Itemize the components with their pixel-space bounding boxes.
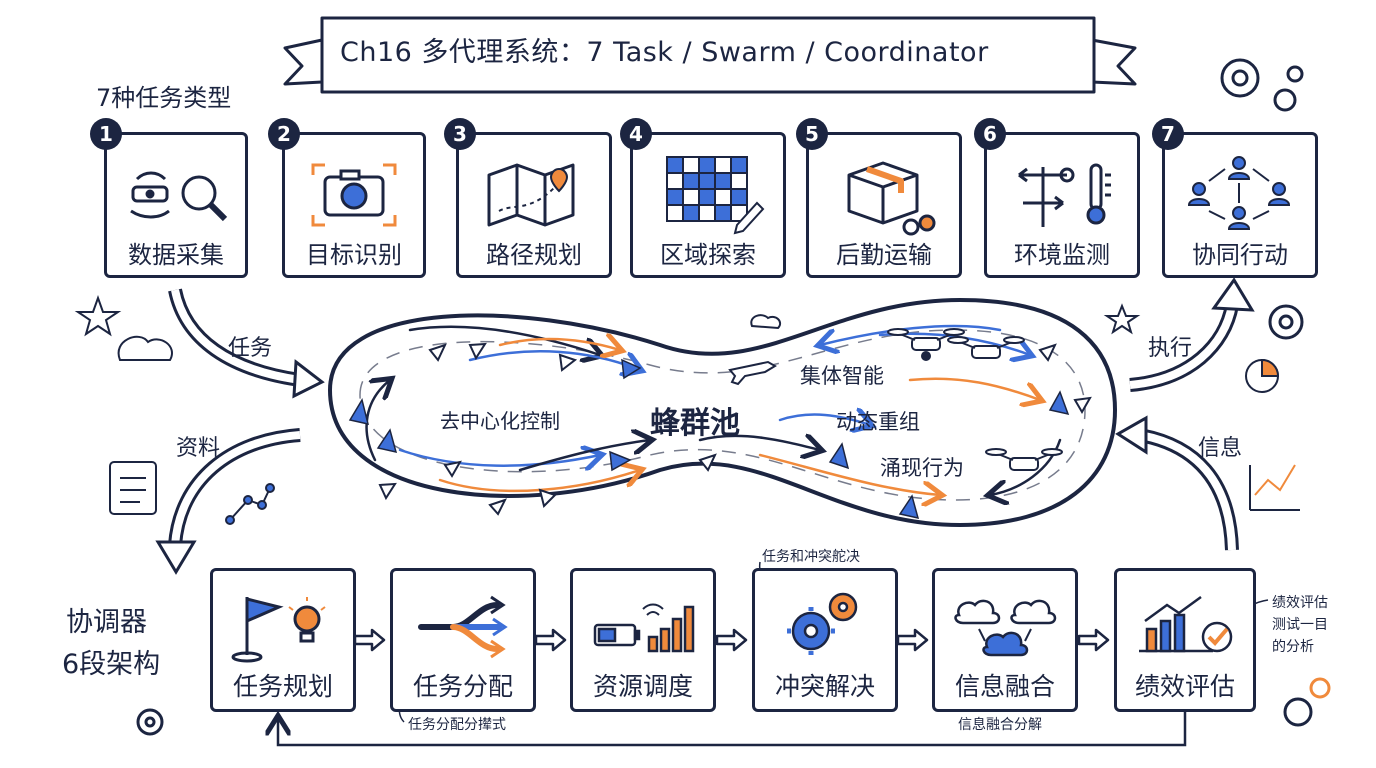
- task-type-badge-3: 3: [444, 118, 476, 150]
- task-type-badge-7: 7: [1152, 118, 1184, 150]
- gear-icon: [136, 58, 1331, 736]
- note-eval-line3: 的分析: [1272, 639, 1314, 655]
- clouds-sync-icon: [954, 599, 1057, 657]
- coordinator-stage-1: 任务规划: [210, 568, 356, 712]
- note-allocation: 任务分配分撵式: [408, 717, 506, 733]
- swarm-pool-title: 蜂群池: [650, 406, 740, 441]
- coordinator-stage-label-2: 任务分配: [412, 672, 513, 701]
- task-types-label: 7种任务类型: [96, 84, 232, 112]
- task-type-label-4: 区域探索: [660, 241, 756, 269]
- flow-label-task: 任务: [228, 336, 273, 361]
- task-type-label-5: 后勤运输: [836, 241, 932, 269]
- team-network-icon: [1187, 156, 1291, 230]
- cargo-box-icon: [847, 161, 936, 236]
- task-type-badge-6: 6: [974, 118, 1006, 150]
- flag-bulb-icon: [231, 597, 326, 663]
- swarm-label-decentralized: 去中心化控制: [440, 409, 560, 433]
- task-type-card-3: 路径规划: [456, 132, 612, 278]
- task-type-card-5: 后勤运输: [806, 132, 962, 278]
- coordinator-stage-label-4: 冲突解决: [774, 672, 875, 701]
- task-type-card-2: 目标识别: [282, 132, 426, 278]
- task-type-label-1: 数据采集: [128, 241, 224, 269]
- coordinator-stage-label-1: 任务规划: [232, 672, 333, 701]
- coordinator-stage-3: 资源调度: [570, 568, 716, 712]
- split-arrows-icon: [418, 595, 508, 659]
- line-chart-icon: [1249, 465, 1300, 511]
- note-conflict: 任务和冲突舵决: [762, 549, 860, 565]
- coordinator-stage-6: 绩效评估: [1114, 568, 1256, 712]
- weather-vane-icon: [1018, 163, 1111, 227]
- swarm-loop-outline: [327, 297, 1118, 528]
- clipboard-icon: [109, 461, 157, 515]
- page-title: Ch16 多代理系统：7 Task / Swarm / Coordinator: [340, 37, 989, 68]
- swarm-label-regroup: 动态重组: [836, 410, 920, 434]
- note-eval-line2: 测试一目: [1272, 617, 1328, 633]
- task-type-card-1: 数据采集: [104, 132, 248, 278]
- sensor-search-icon: [130, 171, 228, 222]
- map-icon: [487, 163, 575, 227]
- flow-label-resource: 资料: [176, 436, 221, 461]
- flow-label-info: 信息: [1198, 436, 1243, 461]
- network-icon: [229, 487, 271, 521]
- coordinator-stage-5: 信息融合: [932, 568, 1078, 712]
- coordinator-stage-label-6: 绩效评估: [1134, 672, 1235, 701]
- coordinator-label-line1: 协调器: [66, 607, 147, 638]
- battery-signal-icon: [593, 603, 695, 653]
- task-type-badge-1: 1: [90, 118, 122, 150]
- task-type-card-4: 区域探索: [630, 132, 786, 278]
- note-eval-line1: 绩效评估: [1272, 595, 1328, 611]
- coordinator-stage-label-3: 资源调度: [592, 672, 693, 701]
- swarm-label-collective: 集体智能: [800, 364, 884, 388]
- camera-icon: [311, 163, 397, 227]
- flow-label-execute: 执行: [1148, 336, 1193, 361]
- star-icon: [74, 295, 122, 337]
- coordinator-label-line2: 6段架构: [62, 649, 161, 680]
- task-type-badge-4: 4: [620, 118, 652, 150]
- note-fusion: 信息融合分解: [958, 717, 1042, 733]
- gears-icon: [787, 592, 858, 655]
- grid-map-icon: [666, 156, 765, 235]
- task-type-label-7: 协同行动: [1192, 241, 1288, 269]
- drone-icon: [887, 328, 1063, 471]
- title-banner: [283, 16, 1137, 94]
- swarm-label-emergent: 涌现行为: [880, 456, 964, 480]
- task-type-card-7: 协同行动: [1162, 132, 1318, 278]
- task-type-label-2: 目标识别: [306, 241, 402, 269]
- task-type-card-6: 环境监测: [984, 132, 1140, 278]
- plane-icon: [728, 360, 777, 386]
- chart-check-icon: [1139, 595, 1233, 653]
- cloud-icon: [117, 335, 173, 361]
- task-type-badge-2: 2: [268, 118, 300, 150]
- coordinator-stage-2: 任务分配: [390, 568, 536, 712]
- task-type-badge-5: 5: [796, 118, 828, 150]
- task-type-label-3: 路径规划: [486, 241, 582, 269]
- coordinator-stage-4: 冲突解决: [752, 568, 898, 712]
- coordinator-stage-label-5: 信息融合: [954, 672, 1055, 701]
- task-type-label-6: 环境监测: [1014, 241, 1110, 269]
